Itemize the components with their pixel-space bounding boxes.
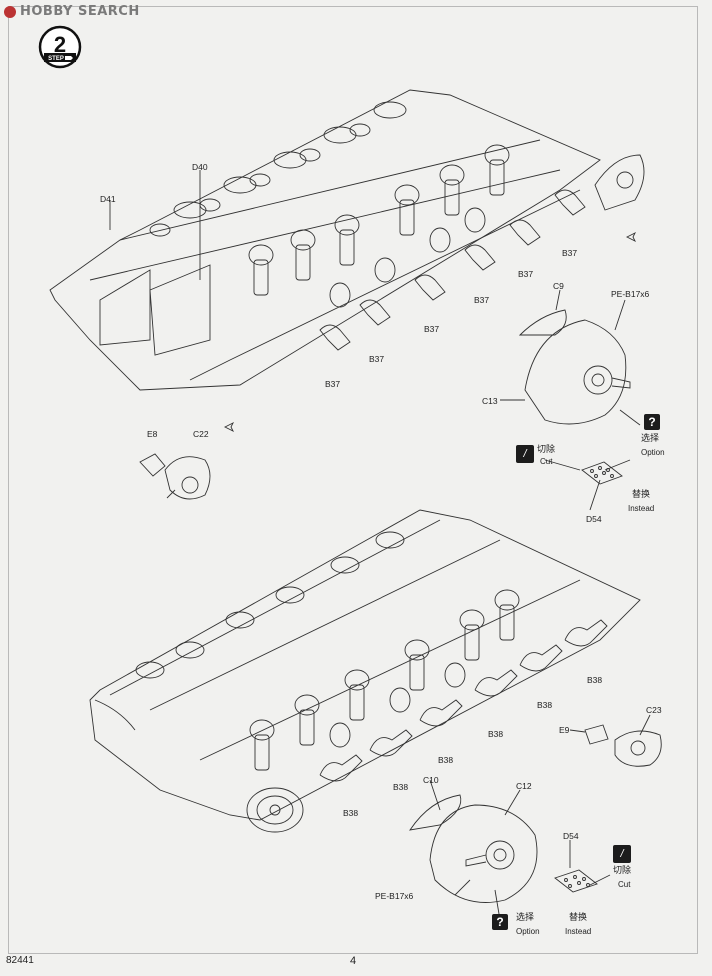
question-icon: ?: [644, 414, 660, 430]
label-d41: D41: [100, 194, 116, 204]
label-d40: D40: [192, 162, 208, 172]
option-en-bottom: Option: [516, 927, 540, 936]
hobby-search-logo-icon: [4, 5, 16, 18]
e9-c23-assembly: [584, 724, 662, 767]
label-b37-1: B37: [325, 379, 341, 389]
suspension-springs-top: [248, 144, 510, 308]
label-c13: C13: [482, 396, 498, 406]
instead-cn-bottom: 替换: [569, 913, 588, 923]
instead-cn-top: 替换: [632, 490, 651, 500]
label-pe-b17-bottom: PE-B17x6: [375, 891, 414, 901]
instead-en-bottom: Instead: [565, 927, 592, 936]
label-b38-4: B38: [438, 755, 454, 765]
lower-hull-right: [89, 509, 641, 821]
label-c23: C23: [646, 705, 662, 715]
label-b38-2: B38: [537, 700, 553, 710]
final-drive-c12: [409, 794, 538, 903]
instead-en-top: Instead: [628, 504, 655, 513]
step-number: 2: [54, 32, 66, 57]
sprocket-bottom-left: [94, 699, 304, 833]
watermark: HOBBY SEARCH: [4, 4, 140, 19]
label-b37-2: B37: [369, 354, 385, 364]
sprocket-top-right: [594, 154, 645, 211]
label-pe-b17-top: PE-B17x6: [611, 289, 650, 299]
cut-en-top: Cut: [540, 457, 553, 466]
label-c22: C22: [193, 429, 209, 439]
road-wheel-arms-top: [149, 101, 407, 237]
label-b38-6: B38: [343, 808, 359, 818]
part-c10: [409, 794, 462, 831]
mesh-d54-top: [581, 461, 623, 485]
step-badge: 2 STEP: [38, 25, 82, 69]
label-c9: C9: [553, 281, 564, 291]
label-b37-6: B37: [562, 248, 578, 258]
b38-arms: [319, 619, 608, 782]
mesh-d54-bottom: [554, 869, 598, 893]
page-border: [8, 6, 698, 954]
label-e9: E9: [559, 725, 570, 735]
cut-cn-bottom: 切除: [613, 866, 632, 876]
upper-hull-left: [49, 89, 601, 391]
cut-en-bottom: Cut: [618, 880, 631, 889]
label-b37-4: B37: [474, 295, 490, 305]
e8-c22-assembly: [139, 453, 211, 500]
final-drive-c13: [518, 309, 631, 425]
label-b38-3: B38: [488, 729, 504, 739]
label-c10: C10: [423, 775, 439, 785]
label-d54-top: D54: [586, 514, 602, 524]
cut-icon: /: [613, 845, 631, 863]
footer-page-number: 4: [350, 955, 357, 967]
label-b37-5: B37: [518, 269, 534, 279]
label-b38-5: B38: [393, 782, 409, 792]
cut-cn-top: 切除: [537, 445, 556, 455]
cut-icon: /: [516, 445, 534, 463]
road-wheel-arms-bottom: [135, 531, 405, 679]
label-b38-1: B38: [587, 675, 603, 685]
option-cn-top: 选择: [641, 434, 660, 444]
label-b37-3: B37: [424, 324, 440, 334]
option-en-top: Option: [641, 448, 665, 457]
label-c12: C12: [516, 781, 532, 791]
option-cn-bottom: 选择: [516, 913, 535, 923]
question-icon: ?: [492, 914, 508, 930]
b37-arms: [319, 189, 586, 351]
suspension-springs-bottom: [249, 589, 520, 771]
step-label: STEP: [48, 56, 64, 62]
watermark-text: HOBBY SEARCH: [20, 4, 140, 19]
label-e8: E8: [147, 429, 158, 439]
part-c9: [518, 309, 567, 336]
footer-kit-code: 82441: [6, 955, 34, 966]
label-d54-bottom: D54: [563, 831, 579, 841]
